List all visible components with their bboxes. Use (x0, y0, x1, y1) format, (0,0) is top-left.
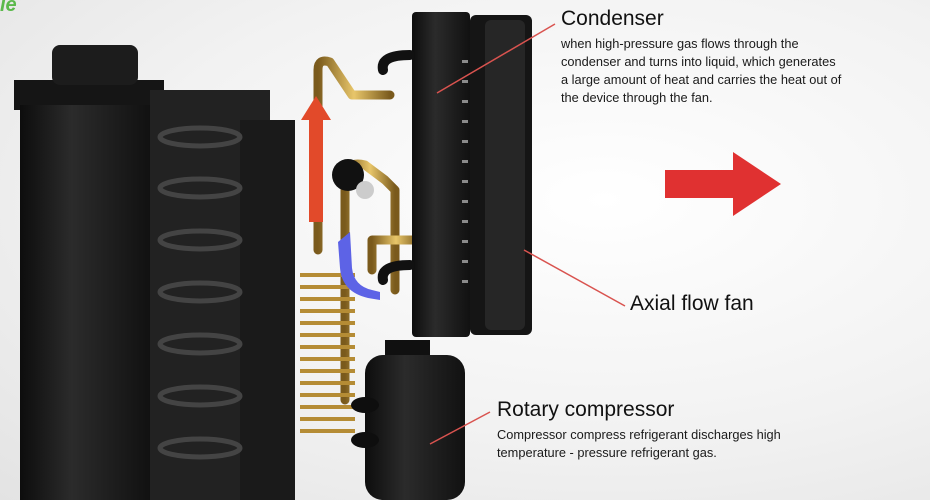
fan-callout: Axial flow fan (630, 292, 754, 320)
rotary-compressor (351, 340, 465, 500)
compressor-leader-line (429, 411, 491, 445)
condenser-description: when high-pressure gas flows through the… (561, 35, 930, 107)
brand-mark: le (0, 0, 17, 16)
valve-fitting (332, 159, 364, 191)
up-arrow-icon (301, 96, 331, 222)
blue-curved-arrow-icon (338, 232, 380, 300)
fan-leader-line (523, 249, 626, 307)
compressor-title: Rotary compressor (497, 398, 675, 421)
condenser-desc-line: a large amount of heat and carries the h… (561, 72, 842, 87)
fan-title: Axial flow fan (630, 292, 754, 315)
compressor-callout: Rotary compressor Compressor compress re… (497, 398, 917, 462)
right-arrow-icon (665, 152, 781, 216)
axial-fan (470, 15, 532, 335)
condenser-title: Condenser (561, 7, 664, 30)
valve-highlight (356, 181, 374, 199)
coil-spring (300, 273, 355, 433)
evaporator-unit (14, 45, 295, 500)
compressor-desc-line: temperature - pressure refrigerant gas. (497, 445, 717, 460)
compressor-desc-line: Compressor compress refrigerant discharg… (497, 427, 781, 442)
condenser-desc-line: the device through the fan. (561, 90, 713, 105)
condenser-desc-line: when high-pressure gas flows through the (561, 36, 799, 51)
condenser-desc-line: condenser and turns into liquid, which g… (561, 54, 836, 69)
condenser-leader-line (436, 23, 556, 94)
condenser-unit (377, 12, 470, 337)
compressor-description: Compressor compress refrigerant discharg… (497, 426, 917, 462)
condenser-callout: Condenser when high-pressure gas flows t… (561, 7, 930, 107)
